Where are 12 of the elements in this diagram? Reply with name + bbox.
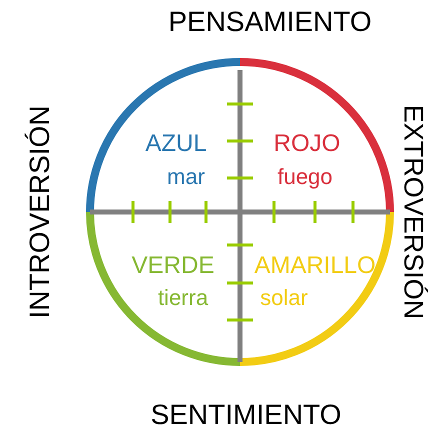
- quadrant-subtitle: tierra: [158, 287, 208, 309]
- quadrant-subtitle: mar: [167, 166, 205, 188]
- quadrant-subtitle: solar: [260, 287, 308, 309]
- quadrant-title: AZUL: [145, 132, 207, 156]
- axis-label: SENTIMIENTO: [150, 401, 342, 429]
- axis-label: PENSAMIENTO: [168, 8, 372, 36]
- quadrant-title: ROJO: [274, 132, 340, 156]
- quadrant-title: VERDE: [132, 254, 214, 278]
- axis-label: EXTROVERSIÓN: [400, 104, 426, 320]
- quadrant-subtitle: fuego: [277, 166, 333, 188]
- quadrant-title: AMARILLO: [254, 254, 376, 278]
- axis-label: INTROVERSIÓN: [26, 105, 54, 319]
